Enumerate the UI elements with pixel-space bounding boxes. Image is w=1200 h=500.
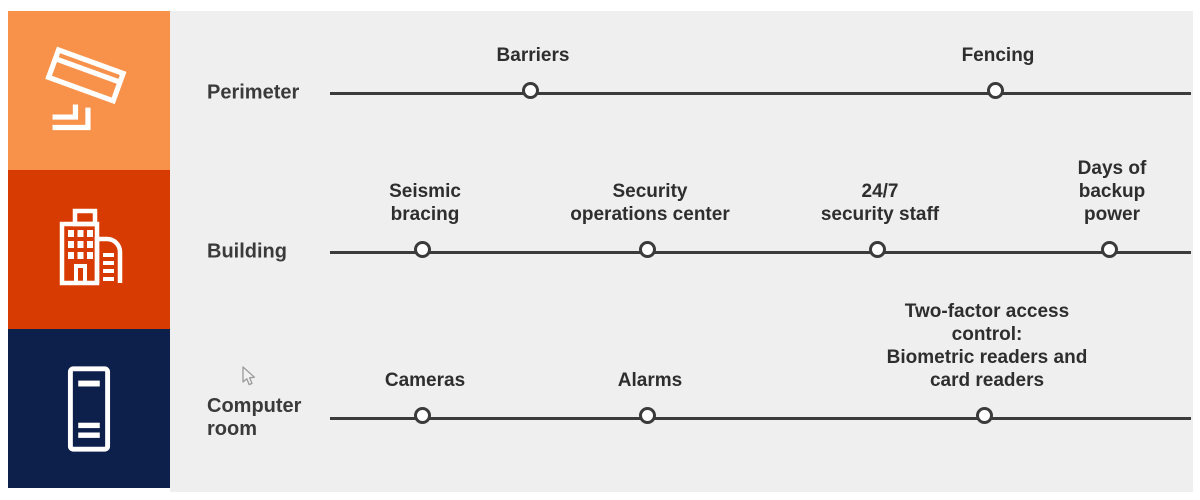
mouse-cursor	[242, 366, 256, 386]
timeline-node-building	[868, 240, 886, 258]
node-label-computer-room: Cameras	[384, 370, 466, 391]
timeline-computer-room	[330, 416, 1191, 420]
node-label-computer-room: Alarms	[617, 370, 683, 391]
node-label-building: Days of backup power	[1077, 158, 1147, 225]
node-label-building: Seismic bracing	[389, 181, 461, 225]
timeline-node-computer-room	[638, 406, 656, 424]
node-label-perimeter: Barriers	[496, 45, 570, 66]
timeline-node-computer-room	[975, 406, 993, 424]
timeline-node-computer-room	[413, 406, 431, 424]
timeline-perimeter	[330, 91, 1191, 95]
row-label-computer-room: Computer room	[207, 395, 302, 440]
node-label-perimeter: Fencing	[961, 45, 1035, 66]
building-tile	[8, 170, 170, 329]
timeline-node-building	[413, 240, 431, 258]
timeline-node-perimeter	[521, 81, 539, 99]
building-icon	[59, 208, 123, 285]
computer-room-tile	[8, 329, 170, 488]
node-label-building: Security operations center	[570, 181, 730, 225]
timeline-node-building	[1100, 240, 1118, 258]
row-label-perimeter: Perimeter	[207, 81, 300, 104]
timeline-node-building	[638, 240, 656, 258]
perimeter-tile	[8, 11, 170, 170]
server-icon	[67, 365, 111, 452]
timeline-building	[330, 250, 1191, 254]
security-camera-icon	[45, 46, 127, 130]
node-label-computer-room: Two-factor access control: Biometric rea…	[886, 301, 1088, 391]
row-label-building: Building	[207, 240, 287, 263]
timeline-node-perimeter	[986, 81, 1004, 99]
node-label-building: 24/7 security staff	[820, 181, 940, 225]
